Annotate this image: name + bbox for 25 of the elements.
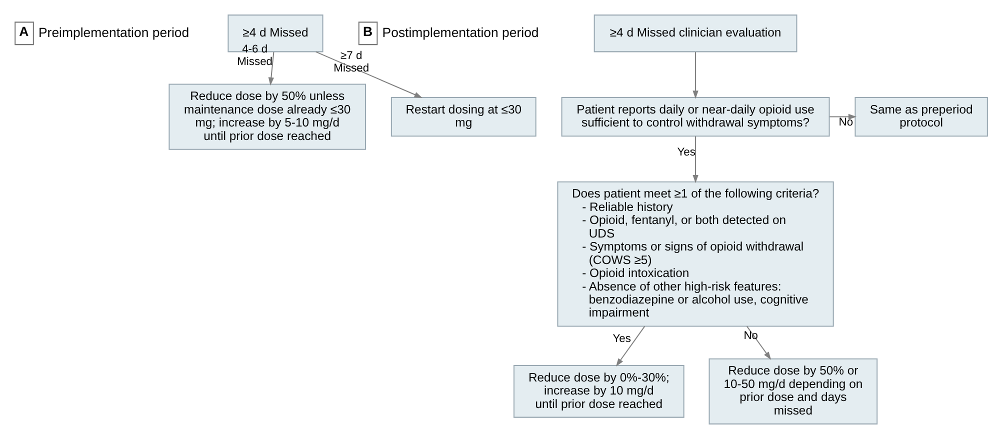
node-box: Restart dosing at ≤30 mg xyxy=(390,96,536,136)
arrow xyxy=(692,136,698,183)
arrow xyxy=(746,326,772,360)
node-box: Reduce dose by 50% or 10-50 mg/d depending on prior dose and days missed xyxy=(708,358,878,424)
node-box: Reduce dose by 50% unless maintenance dose already ≤30 mg; increase by 5-10 mg/d until prior dose reached xyxy=(168,83,366,150)
edge-label: No xyxy=(744,330,758,342)
edge-label: Yes xyxy=(677,146,696,158)
arrow xyxy=(616,326,646,366)
node-box: ≥4 d Missed clinician evaluation xyxy=(594,14,798,52)
node-box: Reduce dose by 0%-30%; increase by 10 mg/d until prior dose reached xyxy=(513,364,684,418)
edge-label: 4-6 d Missed xyxy=(237,43,273,68)
edge-label: Yes xyxy=(612,332,631,345)
edge-label: No xyxy=(838,116,854,128)
node-label: Preimplementation period xyxy=(38,24,190,40)
arrow xyxy=(692,52,698,98)
arrow xyxy=(268,52,274,86)
node-box: Patient reports daily or near-daily opioid use sufficient to control withdrawal symptoms? xyxy=(561,96,830,136)
node-box: Does patient meet ≥1 of the following criteria? - Reliable history - Opioid, fentanyl, or both detected on UDS - Symptoms or signs of opioid withdrawal (COWS ≥5) - Opioid intoxication - Absence of other high-risk features: benzodiazepine or alcohol use, cognitive impairment xyxy=(557,180,834,326)
node-label: Postimplementation period xyxy=(382,24,539,40)
node-box: B xyxy=(358,21,378,45)
arrow xyxy=(316,50,422,98)
node-box: Same as preperiod protocol xyxy=(854,96,988,136)
arrow xyxy=(830,113,857,120)
edge-label: ≥7 d Missed xyxy=(334,50,370,74)
node-box: A xyxy=(14,21,34,45)
